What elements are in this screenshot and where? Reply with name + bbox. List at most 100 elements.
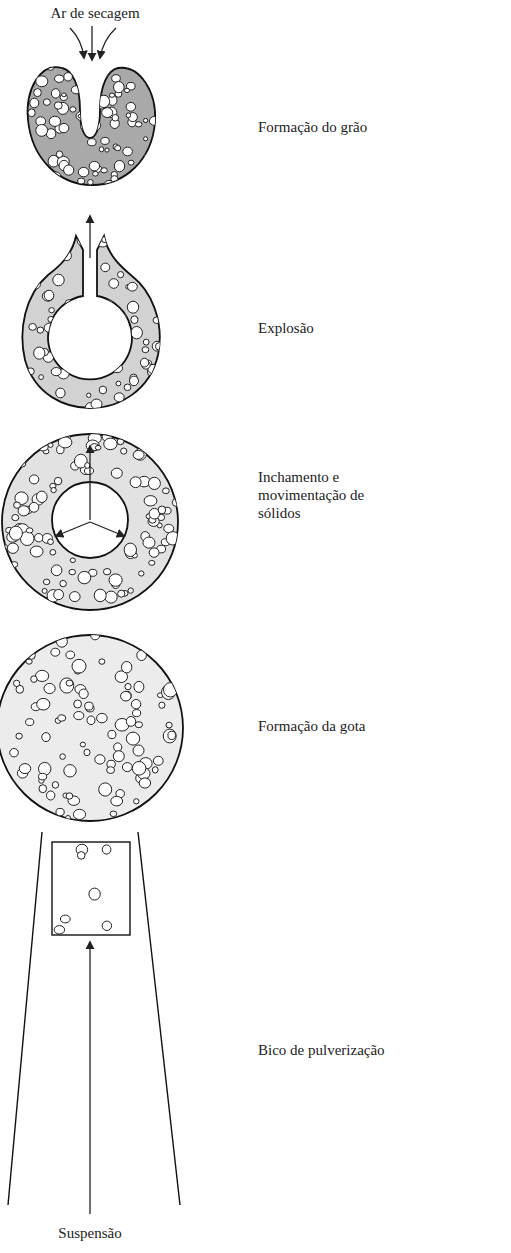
- bubble: [144, 118, 148, 122]
- escape-arrow: [89, 216, 90, 258]
- bubble: [144, 137, 148, 141]
- bubble: [59, 314, 64, 319]
- bubble: [77, 235, 89, 246]
- bubble: [122, 763, 132, 772]
- bubble: [85, 463, 90, 469]
- bubble: [53, 274, 64, 286]
- bubble: [128, 160, 134, 165]
- nozzle-wall: [138, 832, 180, 1205]
- bubble: [51, 368, 61, 376]
- bubble: [151, 140, 160, 148]
- bubble: [168, 731, 176, 739]
- bubble: [153, 317, 160, 324]
- bubble: [149, 548, 159, 557]
- bubble: [10, 749, 19, 757]
- bubble: [78, 571, 91, 583]
- bubble: [79, 689, 88, 699]
- bubble: [125, 63, 130, 68]
- bubble: [117, 313, 127, 323]
- bubbles: [2, 432, 180, 603]
- stage-label: Explosão: [258, 319, 478, 337]
- bubble: [118, 590, 125, 597]
- bubble: [64, 765, 76, 777]
- bubble: [43, 99, 50, 106]
- bubble: [62, 251, 71, 261]
- bubble: [163, 488, 170, 494]
- bubble: [56, 388, 65, 398]
- bubble: [107, 767, 115, 774]
- bubble: [37, 698, 50, 710]
- bubble: [124, 543, 136, 556]
- bubble: [132, 266, 137, 270]
- bubble: [46, 234, 58, 246]
- bubble: [104, 180, 114, 191]
- bubble: [99, 331, 108, 339]
- bubble: [11, 562, 18, 568]
- bubble: [48, 316, 54, 322]
- bubble: [39, 232, 49, 241]
- bubble: [51, 648, 60, 656]
- bubble: [142, 267, 154, 278]
- bubble: [14, 680, 20, 686]
- bubble: [120, 233, 131, 245]
- swelling-droplet: [2, 434, 178, 610]
- bubble: [149, 560, 155, 565]
- bubble: [35, 170, 42, 177]
- bubble: [56, 151, 62, 158]
- bubble: [54, 333, 63, 341]
- bubble: [36, 76, 48, 87]
- bubble: [54, 926, 64, 934]
- bubble: [72, 659, 86, 673]
- bubble: [114, 393, 124, 402]
- bubble: [153, 756, 163, 765]
- bubble: [134, 681, 144, 692]
- bubble: [88, 180, 94, 185]
- bubble: [114, 305, 118, 308]
- bubble: [114, 82, 125, 93]
- bubble: [45, 172, 51, 179]
- bubble: [64, 73, 73, 81]
- bubble: [118, 272, 124, 278]
- bubble: [104, 438, 117, 450]
- bubble: [126, 732, 139, 745]
- bubble: [89, 888, 100, 900]
- bubble: [126, 717, 135, 727]
- bubble: [113, 751, 124, 762]
- bubble: [114, 743, 122, 752]
- bubble: [39, 785, 47, 793]
- bubble: [62, 93, 66, 97]
- bubble: [172, 499, 180, 507]
- bubble: [148, 477, 160, 489]
- bubble: [66, 680, 73, 686]
- bubble: [19, 461, 26, 467]
- bubble: [74, 700, 82, 708]
- air-arrow: [100, 28, 116, 58]
- bubble: [17, 298, 24, 304]
- bubble: [29, 475, 38, 484]
- bubble: [101, 137, 109, 144]
- bubble: [68, 313, 77, 322]
- bubble: [97, 237, 109, 247]
- bubble: [51, 89, 60, 98]
- bubble: [27, 368, 35, 375]
- bubble: [57, 244, 62, 249]
- bubble: [87, 393, 91, 397]
- bubble: [110, 811, 117, 817]
- bubble: [109, 279, 119, 289]
- bubble: [28, 651, 35, 659]
- nozzle-box: [52, 842, 130, 935]
- bubble: [130, 477, 141, 488]
- bubble: [115, 146, 121, 151]
- stage-label: Suspensão: [30, 1224, 150, 1242]
- bubble: [101, 168, 107, 173]
- bubble: [88, 139, 97, 146]
- bubble: [28, 109, 35, 117]
- bubble: [65, 300, 72, 306]
- bubble: [135, 122, 142, 127]
- stage-label: Ar de secagem: [30, 4, 160, 22]
- bubble: [124, 88, 129, 92]
- bubble: [101, 263, 110, 272]
- bubble: [48, 64, 54, 70]
- bubble: [56, 808, 64, 815]
- bubble: [114, 160, 124, 171]
